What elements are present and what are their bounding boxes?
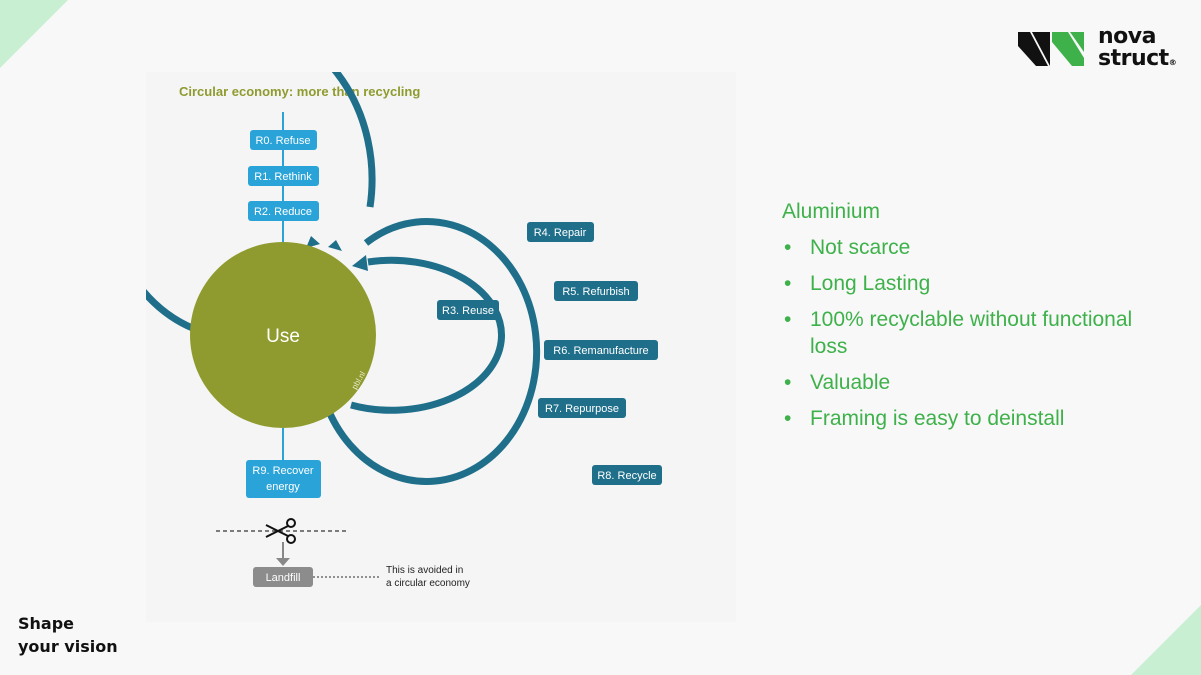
list-item: • Long Lasting — [782, 270, 1162, 297]
logo-mark-icon — [1018, 32, 1084, 66]
bullet-icon: • — [784, 272, 792, 295]
use-circle — [190, 242, 376, 428]
logo-line-2-text: struct — [1098, 46, 1169, 71]
logo-line-2: struct® — [1098, 46, 1177, 74]
middle-loop-arrowhead — [328, 240, 342, 251]
label-r4: R4. Repair — [527, 222, 594, 242]
label-r5-text: R5. Refurbish — [562, 286, 629, 298]
use-label: Use — [266, 326, 300, 347]
tagline: Shape your vision — [18, 612, 118, 658]
label-r1: R1. Rethink — [248, 166, 319, 186]
middle-loop-arc — [322, 217, 541, 485]
landfill-arrowhead — [276, 558, 290, 566]
bullet-icon: • — [784, 407, 792, 430]
corner-decoration-bottom-right — [1131, 605, 1201, 675]
list-item: • Not scarce — [782, 234, 1162, 261]
note-text-2: a circular economy — [386, 578, 470, 589]
logo-wordmark: nova struct® — [1098, 24, 1177, 74]
label-r4-text: R4. Repair — [534, 227, 587, 239]
label-r0-text: R0. Refuse — [255, 135, 310, 147]
label-r5: R5. Refurbish — [554, 281, 638, 301]
label-landfill-text: Landfill — [266, 572, 301, 584]
scissors-icon — [265, 518, 296, 544]
outer-loop-arrowhead — [306, 236, 320, 248]
label-r8-text: R8. Recycle — [597, 470, 656, 482]
bullet-icon: • — [784, 236, 792, 259]
label-r3: R3. Reuse — [437, 300, 499, 320]
label-r8: R8. Recycle — [592, 465, 662, 485]
list-item: • Framing is easy to deinstall — [782, 405, 1162, 432]
label-r2-text: R2. Reduce — [254, 206, 312, 218]
novastruct-logo: nova struct® — [1018, 24, 1188, 74]
list-item-text: 100% recyclable without functional loss — [810, 308, 1133, 358]
logo-line-1: nova — [1098, 24, 1156, 49]
label-r6: R6. Remanufacture — [544, 340, 658, 360]
list-item-text: Framing is easy to deinstall — [810, 407, 1065, 430]
diagram-svg: Circular economy: more than recycling Us… — [100, 18, 662, 589]
label-landfill: Landfill — [253, 567, 313, 587]
note-text-1: This is avoided in — [386, 565, 463, 576]
tagline-line-2: your vision — [18, 637, 118, 656]
list-item: • 100% recyclable without functional loss — [782, 306, 1162, 360]
label-r7-text: R7. Repurpose — [545, 403, 619, 415]
label-r3-text: R3. Reuse — [442, 305, 494, 317]
list-item-text: Long Lasting — [810, 272, 931, 295]
list-item-text: Not scarce — [810, 236, 911, 259]
corner-decoration-top-left — [0, 0, 68, 68]
label-r9: R9. Recover energy — [246, 460, 321, 498]
inner-loop-arrowhead — [352, 255, 368, 271]
list-item: • Valuable — [782, 369, 1162, 396]
bullet-icon: • — [784, 371, 792, 394]
label-r0: R0. Refuse — [250, 130, 317, 150]
diagram-title: Circular economy: more than recycling — [179, 84, 420, 99]
label-r6-text: R6. Remanufacture — [553, 345, 648, 357]
info-heading: Aluminium — [782, 200, 881, 223]
registered-mark: ® — [1168, 58, 1177, 67]
bullet-icon: • — [784, 308, 792, 331]
info-list: • Not scarce • Long Lasting • 100% recyclab… — [782, 234, 1162, 432]
label-r7: R7. Repurpose — [538, 398, 626, 418]
aluminium-info: Aluminium • Not scarce • Long Lasting • 100… — [782, 200, 1162, 441]
label-r1-text: R1. Rethink — [254, 171, 312, 183]
list-item-text: Valuable — [810, 371, 891, 394]
label-r9-text-2: energy — [266, 481, 300, 493]
label-r9-text-1: R9. Recover — [252, 465, 313, 477]
tagline-line-1: Shape — [18, 614, 75, 633]
label-r2: R2. Reduce — [248, 201, 319, 221]
circular-economy-diagram: Circular economy: more than recycling Us… — [100, 18, 736, 622]
inner-loop-arc — [350, 256, 505, 414]
